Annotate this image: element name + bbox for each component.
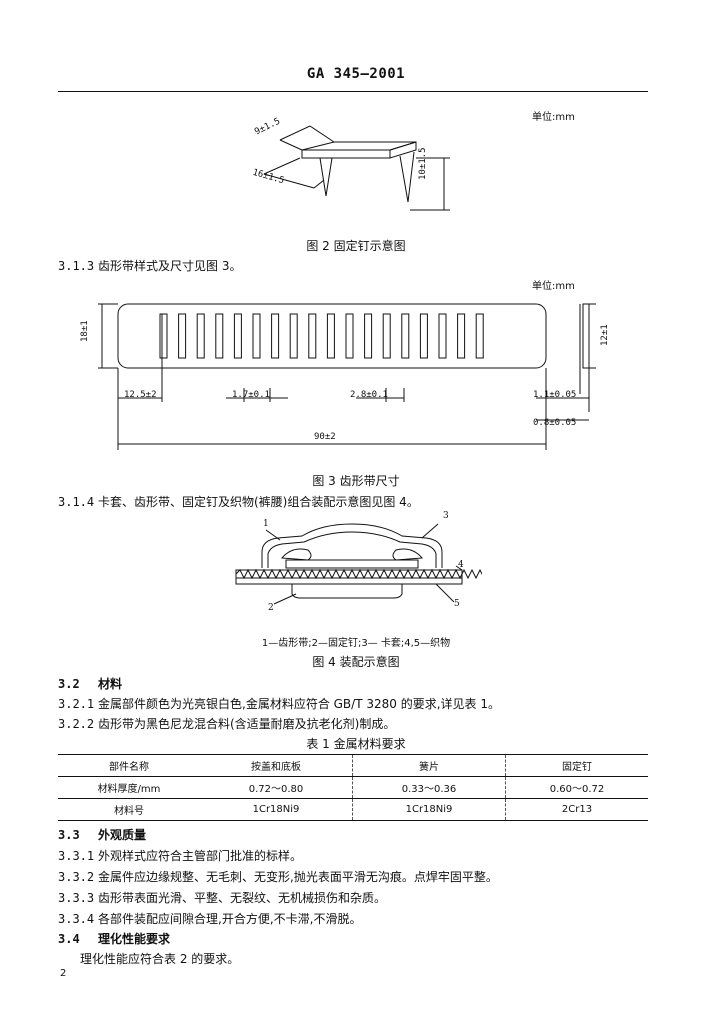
strap-slot (364, 313, 373, 359)
section-number: 3.1.3 (58, 259, 95, 273)
table-row: 材料号 1Cr18Ni9 1Cr18Ni9 2Cr13 (58, 798, 648, 821)
fig3-dim-pitch: 2.8±0.1 (350, 390, 388, 400)
section-number: 3.3 (58, 828, 80, 842)
document-id: GA 345—2001 (306, 66, 406, 82)
strap-slot (475, 313, 484, 359)
fig4-label-4: 4 (458, 560, 464, 570)
section-text: 齿形带表面光滑、平整、无裂纹、无机械损伤和杂质。 (98, 891, 387, 905)
fig3-unit: 单位:mm (532, 281, 575, 292)
fig3-dim-height-left: 18±1 (80, 320, 90, 342)
strap-slot (326, 313, 335, 359)
strap-slots (159, 313, 484, 359)
strap-slot (233, 313, 242, 359)
strap-slot (252, 313, 261, 359)
section-title: 材料 (98, 677, 123, 691)
section-text: 金属部件颜色为光亮银白色,金属材料应符合 GB/T 3280 的要求,详见表 1… (98, 697, 500, 711)
fig3-dim-thickness-1: 1.1±0.05 (533, 390, 577, 400)
section-number: 3.2.2 (58, 717, 95, 731)
section-title: 理化性能要求 (98, 932, 171, 946)
fig2-caption: 图 2 固定钉示意图 (306, 239, 406, 253)
page-number: 2 (60, 968, 67, 979)
strap-slot (419, 313, 428, 359)
section-number: 3.1.4 (58, 495, 95, 509)
table-cell: 1Cr18Ni9 (200, 798, 353, 821)
section-title: 外观质量 (98, 828, 147, 842)
strap-outline (117, 303, 547, 369)
section-text: 各部件装配应间隙合理,开合方便,不卡滞,不滑脱。 (98, 912, 362, 926)
table-cell: 0.33～0.36 (352, 776, 506, 799)
table-cell: 1Cr18Ni9 (352, 798, 506, 821)
strap-slot (457, 313, 466, 359)
fig4-label-3: 3 (443, 511, 449, 521)
fig4-caption: 图 4 装配示意图 (312, 655, 400, 669)
strap-slot (215, 313, 224, 359)
section-number: 3.3.3 (58, 891, 95, 905)
table-cell: 0.72～0.80 (200, 776, 353, 799)
section-3-2: 3.2 材料 (58, 675, 122, 692)
table1-caption: 表 1 金属材料要求 (306, 737, 406, 751)
fig2-unit: 单位:mm (532, 112, 575, 123)
section-text: 金属件应边缘规整、无毛刺、无变形,抛光表面平滑无沟痕。点焊牢固平整。 (98, 870, 498, 884)
section-text: 齿形带样式及尺寸见图 3。 (98, 259, 242, 273)
strap-slot (289, 313, 298, 359)
fig3-caption: 图 3 齿形带尺寸 (312, 474, 400, 488)
strap-slot (178, 313, 187, 359)
strap-slot (438, 313, 447, 359)
strap-slot (382, 313, 391, 359)
strap-slot (271, 313, 280, 359)
section-number: 3.3.2 (58, 870, 95, 884)
strap-slot (345, 313, 354, 359)
table-header-row: 部件名称 按盖和底板 簧片 固定钉 (58, 754, 648, 777)
section-number: 3.3.4 (58, 912, 95, 926)
section-number: 3.3.1 (58, 849, 95, 863)
section-text: 卡套、齿形带、固定钉及织物(裤腰)组合装配示意图见图 4。 (98, 495, 419, 509)
section-3-4-paragraph: 理化性能应符合表 2 的要求。 (80, 952, 240, 966)
table-cell: 0.60～0.72 (505, 776, 648, 799)
section-number: 3.4 (58, 932, 80, 946)
strap-slot (196, 313, 205, 359)
fig4-assembly-drawing (235, 523, 482, 605)
fig4-legend: 1—齿形带;2—固定钉;3— 卡套;4,5—织物 (261, 638, 451, 649)
fig4-label-1: 1 (263, 519, 269, 529)
table-row: 材料厚度/mm 0.72～0.80 0.33～0.36 0.60～0.72 (58, 776, 648, 799)
table-header-cell: 部件名称 (58, 754, 200, 777)
fig2-fixing-nail-drawing (263, 125, 450, 211)
fig3-toothed-strap-drawing (98, 303, 596, 450)
strap-slot (308, 313, 317, 359)
section-number: 3.2 (58, 677, 80, 691)
section-3-4: 3.4 理化性能要求 (58, 930, 170, 947)
fig4-label-5: 5 (454, 599, 460, 609)
section-number: 3.2.1 (58, 697, 95, 711)
table-header-cell: 固定钉 (505, 754, 648, 777)
table-header-cell: 按盖和底板 (200, 754, 353, 777)
section-3-3: 3.3 外观质量 (58, 826, 146, 843)
header-rule (58, 91, 648, 92)
metal-material-table: 部件名称 按盖和底板 簧片 固定钉 材料厚度/mm 0.72～0.80 0.33… (58, 754, 648, 821)
fig3-dim-height-right: 12±1 (600, 324, 610, 346)
fig3-dim-edge: 12.5±2 (124, 390, 157, 400)
section-text: 外观样式应符合主管部门批准的标样。 (98, 849, 303, 863)
section-text: 齿形带为黑色尼龙混合料(含适量耐磨及抗老化剂)制成。 (98, 717, 396, 731)
fig3-dim-thickness-2: 0.8±0.05 (533, 418, 577, 428)
fig3-dim-total: 90±2 (314, 432, 336, 442)
table-cell: 材料号 (58, 798, 200, 821)
table-header-cell: 簧片 (352, 754, 506, 777)
table-cell: 材料厚度/mm (58, 776, 200, 799)
table-cell: 2Cr13 (505, 798, 648, 821)
strap-slot (401, 313, 410, 359)
fig4-label-2: 2 (268, 603, 274, 613)
fig3-dim-slot: 1.7±0.1 (232, 390, 270, 400)
strap-slot (159, 313, 168, 359)
fig2-dim-height: 10±1.5 (418, 147, 428, 180)
